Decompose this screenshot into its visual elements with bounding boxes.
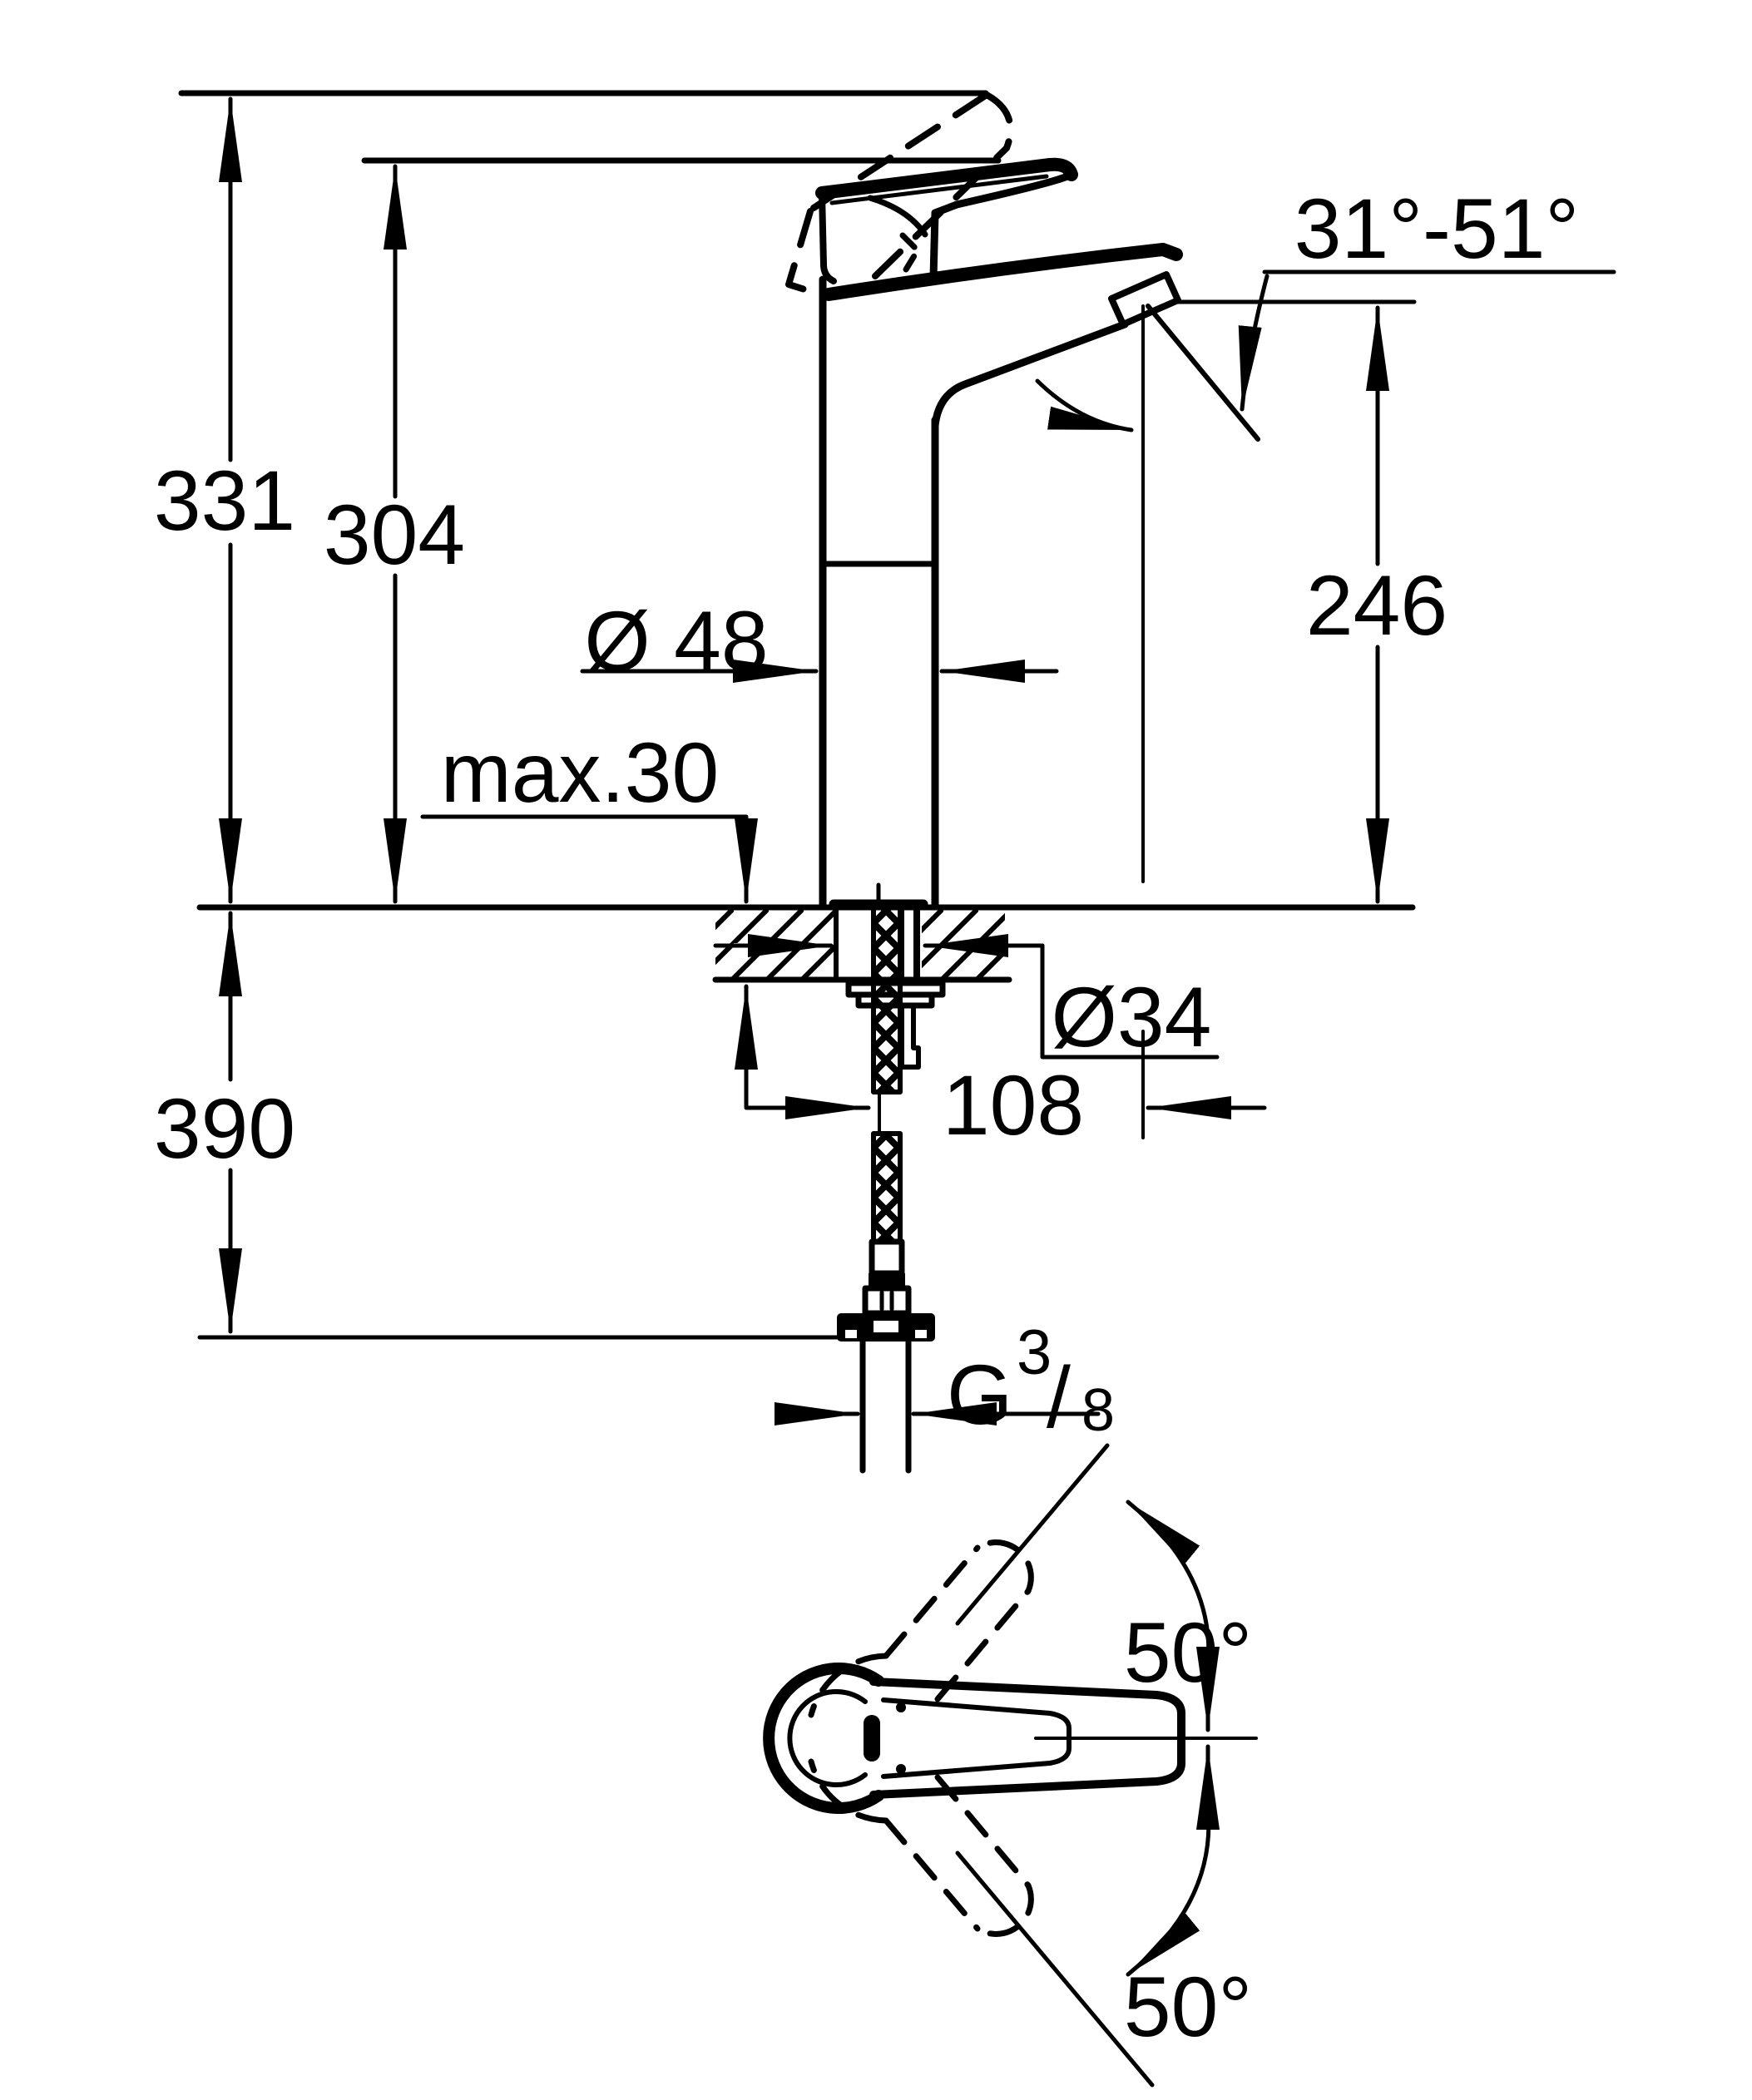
label-total-height: 331 — [154, 453, 295, 548]
cartridge-dome-curve — [867, 195, 928, 238]
label-thread-size: G 3 / 8 — [947, 1317, 1115, 1446]
faucet-side-view — [178, 90, 1616, 1474]
lever-cap-outline — [763, 1663, 884, 1814]
swivel-angle-annotations — [955, 1443, 1220, 2088]
label-swivel-up: 50° — [1124, 1605, 1252, 1700]
faucet-body — [819, 275, 939, 909]
spout-angle-reference — [1035, 269, 1616, 1139]
thread-numerator: 3 — [1017, 1317, 1052, 1388]
angle-arc-upper — [1238, 274, 1269, 412]
hose-lower-braid — [871, 1131, 903, 1244]
top-view-lever-solid — [763, 1663, 1185, 1814]
label-deck-thickness: max.30 — [441, 725, 720, 820]
label-hose-offset: 108 — [943, 1058, 1084, 1153]
angle-arc-lower — [1035, 378, 1134, 432]
label-handle-height: 304 — [324, 487, 465, 582]
handle-lever-raised-dashed — [785, 91, 1014, 298]
extension-lines — [178, 90, 1417, 1340]
spout — [822, 243, 1183, 430]
supply-hose — [837, 904, 935, 1474]
label-body-diameter: Ø 48 — [584, 594, 768, 689]
thread-slash: / — [1047, 1350, 1071, 1446]
label-hole-diameter: Ø34 — [1052, 970, 1212, 1065]
label-swivel-down: 50° — [1124, 1959, 1252, 2054]
label-spout-height: 246 — [1306, 558, 1448, 653]
dimension-labels: 331 304 246 Ø 48 max.30 Ø34 390 108 31°-… — [154, 181, 1579, 2054]
top-view-lever-dashed-up — [808, 1539, 1034, 1718]
handle-top-view — [763, 1443, 1258, 2088]
handle-lever-solid — [815, 157, 1078, 284]
cartridge-slot — [864, 1715, 880, 1762]
hose-upper-braid — [871, 904, 903, 1094]
thread-denominator: 8 — [1081, 1377, 1115, 1444]
secondary-pipe — [899, 1003, 921, 1070]
dia34-leader — [1040, 943, 1220, 1060]
label-spout-angle-range: 31°-51° — [1294, 181, 1579, 276]
deck-cross-section — [196, 899, 1416, 983]
label-below-deck-depth: 390 — [154, 1081, 295, 1176]
dimension-lines — [219, 96, 1389, 1426]
thread-g: G — [947, 1347, 1012, 1442]
